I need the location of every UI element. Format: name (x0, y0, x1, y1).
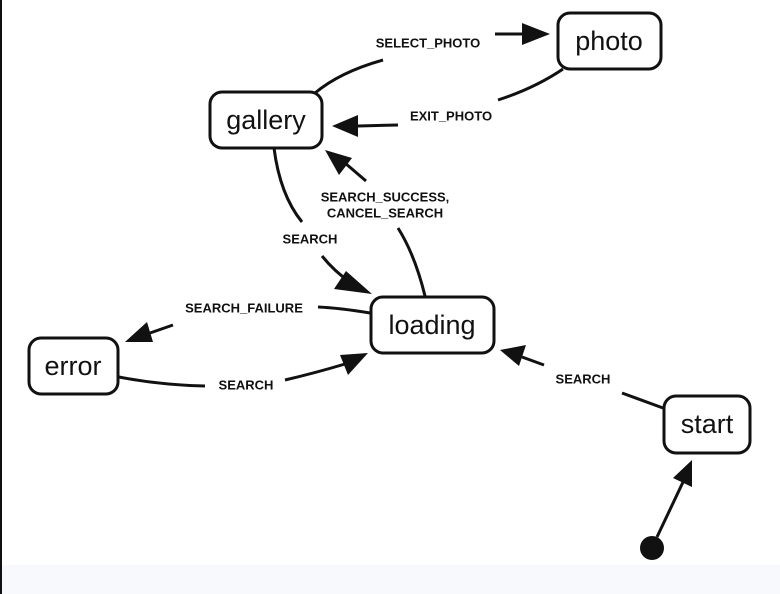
state-loading-label: loading (388, 310, 475, 340)
state-loading[interactable]: loading (369, 295, 496, 355)
edge-gallery-to-photo (314, 58, 384, 95)
label-exit-photo: EXIT_PHOTO (410, 109, 492, 124)
left-border (0, 0, 2, 594)
arrowhead-start (673, 460, 692, 487)
label-search-error: SEARCH (219, 378, 274, 393)
edge-loading-to-error (317, 305, 371, 315)
state-start-label: start (681, 409, 734, 439)
state-start[interactable]: start (662, 394, 752, 455)
footer-strip (2, 565, 780, 594)
label-search-failure: SEARCH_FAILURE (185, 301, 303, 316)
edge-start-to-loading (621, 391, 664, 410)
initial-state-dot (640, 536, 664, 560)
state-photo-label: photo (575, 26, 643, 56)
edge-gallery-to-loading (272, 147, 304, 223)
label-search-gallery: SEARCH (283, 232, 338, 247)
arrowhead-photo (522, 23, 550, 45)
arrowhead-gallery-from-loading (325, 150, 352, 175)
state-photo[interactable]: photo (556, 11, 663, 71)
label-search-start: SEARCH (556, 372, 611, 387)
edge-loading-to-gallery (396, 227, 427, 297)
state-gallery[interactable]: gallery (208, 90, 324, 150)
edge-loading-to-gallery-tail (344, 161, 367, 183)
label-search-success: SEARCH_SUCCESS, (321, 190, 450, 205)
label-cancel-search: CANCEL_SEARCH (327, 206, 443, 221)
edge-loading-to-error-tail (149, 323, 174, 335)
edge-initial-to-start (655, 479, 686, 538)
state-loading-box (369, 295, 496, 355)
state-error[interactable]: error (27, 336, 120, 396)
edge-error-to-loading-tail (284, 362, 346, 382)
edge-photo-to-gallery (497, 67, 564, 102)
edge-error-to-loading (118, 375, 206, 388)
state-photo-box (556, 11, 663, 71)
state-gallery-label: gallery (226, 105, 306, 135)
arrowhead-loading-from-gallery (334, 271, 372, 294)
state-gallery-box (208, 90, 324, 150)
state-error-box (27, 336, 120, 396)
state-error-label: error (44, 351, 101, 381)
arrowhead-loading-from-start (500, 345, 526, 366)
arrowhead-error (125, 322, 153, 342)
edge-photo-to-gallery-tail (357, 123, 399, 128)
arrowhead-loading-from-error (340, 353, 368, 375)
state-start-box (662, 394, 752, 455)
arrowhead-gallery-from-photo (332, 115, 358, 137)
edge-start-to-loading-tail (521, 355, 545, 367)
label-select-photo: SELECT_PHOTO (376, 36, 481, 51)
